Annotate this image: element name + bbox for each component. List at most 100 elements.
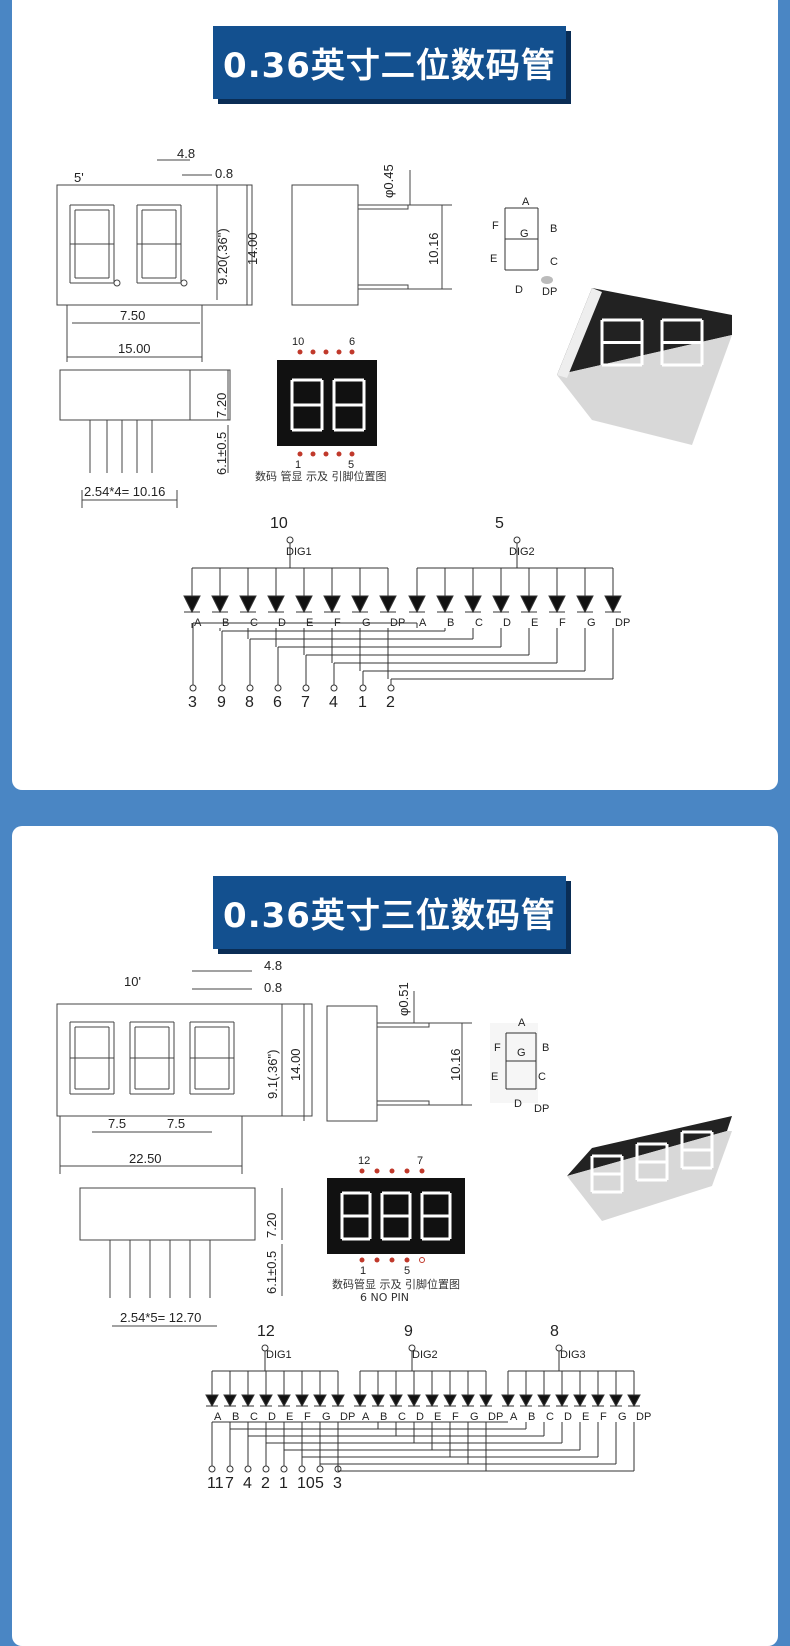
diode-symbol	[464, 595, 482, 614]
segment-id-diagram: A B C D E F G DP	[490, 196, 558, 298]
segment-label: D	[564, 1411, 572, 1423]
segment-label: DP	[636, 1411, 651, 1423]
angle-label: 10'	[124, 974, 141, 989]
product-render	[557, 288, 732, 445]
digit-outline-inner	[194, 1026, 230, 1090]
svg-text:7: 7	[417, 1155, 423, 1167]
diode-symbol	[548, 595, 566, 614]
pin-length-label: 6.1±0.5	[214, 432, 229, 475]
svg-text:F: F	[492, 220, 499, 232]
diode-symbol	[371, 1394, 385, 1408]
card-two-digit: 0.36英寸二位数码管 5' 4.8 0.8 9.20(.36") 14.00 …	[12, 0, 778, 790]
diode-symbol	[295, 595, 313, 614]
three-digit-drawing: 10' 4.8 0.8 9.1(.36") 14.00 7.5 7.5 22.5…	[56, 958, 732, 1492]
body-height-label: 7.20	[214, 393, 229, 418]
diode-symbol	[492, 595, 510, 614]
diode-symbol	[323, 595, 341, 614]
diode-symbol	[627, 1394, 641, 1408]
segment-label: F	[559, 617, 566, 629]
pin-number: 1	[358, 694, 367, 711]
diode-symbol	[331, 1394, 345, 1408]
bottom-view	[59, 369, 231, 508]
height-inch-label: 9.1(.36")	[265, 1050, 280, 1099]
digit-outline-inner	[141, 209, 177, 279]
segment-label: C	[250, 1411, 258, 1423]
pin-row-label: 2.54*5= 12.70	[120, 1310, 201, 1325]
segment-label: A	[214, 1411, 222, 1423]
pin-number: 5	[315, 1475, 324, 1492]
bottom-view	[79, 1187, 283, 1327]
svg-text:6: 6	[349, 336, 355, 348]
diode-symbol	[267, 595, 285, 614]
segment-label: B	[447, 617, 454, 629]
pin-row-label: 2.54*4= 10.16	[84, 484, 165, 499]
svg-text:D: D	[515, 284, 523, 296]
diode-symbol	[576, 595, 594, 614]
diode-symbol	[259, 1394, 273, 1408]
diode-symbol	[501, 1394, 515, 1408]
diode-symbol	[573, 1394, 587, 1408]
front-view	[56, 970, 313, 1174]
diode-symbol	[591, 1394, 605, 1408]
diode-symbol	[604, 595, 622, 614]
segment-label: C	[398, 1411, 406, 1423]
svg-text:G: G	[520, 228, 529, 240]
svg-text:数码 管显 示及 引脚位置图: 数码 管显 示及 引脚位置图	[255, 469, 387, 483]
svg-text:DP: DP	[542, 286, 557, 298]
svg-text:DIG2: DIG2	[412, 1349, 438, 1361]
seg-width-label: 4.8	[264, 958, 282, 973]
digit-outline	[129, 1021, 175, 1095]
pin-number: 9	[217, 694, 226, 711]
svg-text:5: 5	[348, 459, 354, 471]
section-title: 0.36英寸二位数码管	[213, 26, 566, 99]
diode-symbol	[353, 1394, 367, 1408]
svg-text:5: 5	[404, 1265, 410, 1277]
pin-length-label: 6.1±0.5	[264, 1251, 279, 1294]
diode-symbol	[183, 595, 201, 614]
svg-text:D: D	[514, 1098, 522, 1110]
product-render	[567, 1116, 732, 1221]
diode-symbol	[537, 1394, 551, 1408]
diode-symbol	[389, 1394, 403, 1408]
pin-span-label: 10.16	[448, 1048, 463, 1081]
seg-stroke-label: 0.8	[264, 980, 282, 995]
svg-text:E: E	[490, 253, 497, 265]
svg-text:A: A	[518, 1017, 526, 1029]
seg-width-label: 4.8	[177, 146, 195, 161]
pinmap: 10 6 1 5 数码 管显 示及 引脚位置图	[255, 336, 387, 483]
pin-number: 1	[279, 1475, 288, 1492]
segment-label: A	[510, 1411, 518, 1423]
segment-label: A	[362, 1411, 370, 1423]
svg-text:DIG2: DIG2	[509, 546, 535, 558]
diode-symbol	[277, 1394, 291, 1408]
segment-label: DP	[340, 1411, 355, 1423]
svg-text:E: E	[491, 1071, 498, 1083]
svg-text:10: 10	[292, 336, 304, 348]
side-view	[291, 170, 452, 306]
segment-label: G	[470, 1411, 479, 1423]
svg-text:6 NO PIN: 6 NO PIN	[360, 1291, 409, 1304]
svg-text:数码管显 示及 引脚位置图: 数码管显 示及 引脚位置图	[332, 1277, 460, 1291]
segment-label: C	[546, 1411, 554, 1423]
pin-number: 3	[188, 694, 197, 711]
width-label: 22.50	[129, 1151, 162, 1166]
diode-symbol	[241, 1394, 255, 1408]
seg-stroke-label: 0.8	[215, 166, 233, 181]
diode-symbol	[408, 595, 426, 614]
diode-symbol	[239, 595, 257, 614]
segment-label: E	[434, 1411, 441, 1423]
diode-symbol	[520, 595, 538, 614]
segment-label: E	[531, 617, 538, 629]
svg-text:A: A	[522, 196, 530, 208]
pinmap-digit	[332, 378, 366, 432]
digit-outline-inner	[74, 209, 110, 279]
segment-label: F	[452, 1411, 459, 1423]
segment-label: D	[503, 617, 511, 629]
svg-text:8: 8	[550, 1323, 559, 1340]
segment-label: B	[380, 1411, 387, 1423]
segment-label: B	[528, 1411, 535, 1423]
pin-number: 10	[297, 1475, 315, 1492]
pin-number: 2	[261, 1475, 270, 1492]
pin-number: 7	[225, 1475, 234, 1492]
svg-text:10: 10	[270, 515, 288, 532]
